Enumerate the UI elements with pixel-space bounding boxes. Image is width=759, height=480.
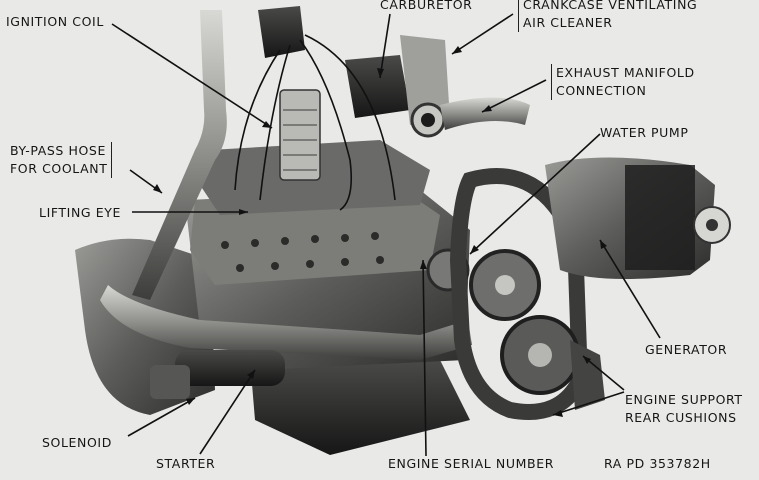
ignition-coil bbox=[279, 89, 321, 181]
label-line: CONNECTION bbox=[556, 83, 647, 98]
exhaust-pipe bbox=[440, 97, 530, 130]
solenoid-body bbox=[150, 365, 190, 399]
label-carburetor: CARBURETOR bbox=[380, 0, 473, 12]
label-ignition-coil: IGNITION COIL bbox=[6, 14, 104, 29]
distributor bbox=[258, 6, 305, 58]
label-crankcase-air-cleaner: CRANKCASE VENTILATING AIR CLEANER bbox=[518, 0, 697, 32]
ignition-wires bbox=[234, 34, 396, 211]
label-line: ENGINE SUPPORT bbox=[625, 392, 743, 407]
label-exhaust-manifold: EXHAUST MANIFOLD CONNECTION bbox=[551, 64, 695, 100]
label-lifting-eye: LIFTING EYE bbox=[39, 205, 121, 220]
photo-reference-code: RA PD 353782H bbox=[604, 456, 711, 471]
label-line: AIR CLEANER bbox=[523, 15, 613, 30]
label-line: EXHAUST MANIFOLD bbox=[556, 65, 695, 80]
label-line: BY-PASS HOSE bbox=[10, 143, 106, 158]
label-generator: GENERATOR bbox=[645, 342, 728, 357]
leader-lines bbox=[111, 13, 661, 457]
label-line: CRANKCASE VENTILATING bbox=[523, 0, 698, 12]
coolant-pipe bbox=[100, 285, 472, 360]
head-bolts bbox=[221, 232, 384, 272]
label-water-pump: WATER PUMP bbox=[600, 125, 689, 140]
carburetor-body bbox=[345, 55, 410, 118]
fan-belt bbox=[449, 168, 589, 420]
oil-pan bbox=[250, 360, 470, 455]
label-line: REAR CUSHIONS bbox=[625, 410, 737, 425]
label-solenoid: SOLENOID bbox=[42, 435, 112, 450]
label-engine-serial-number: ENGINE SERIAL NUMBER bbox=[388, 456, 554, 471]
air-cleaner bbox=[400, 35, 450, 125]
label-engine-support: ENGINE SUPPORT REAR CUSHIONS bbox=[625, 391, 743, 427]
engine-support bbox=[570, 340, 605, 410]
starter-motor bbox=[175, 350, 285, 386]
label-bypass-hose: BY-PASS HOSE FOR COOLANT bbox=[10, 142, 113, 178]
label-starter: STARTER bbox=[156, 456, 216, 471]
label-line: FOR COOLANT bbox=[10, 161, 108, 176]
